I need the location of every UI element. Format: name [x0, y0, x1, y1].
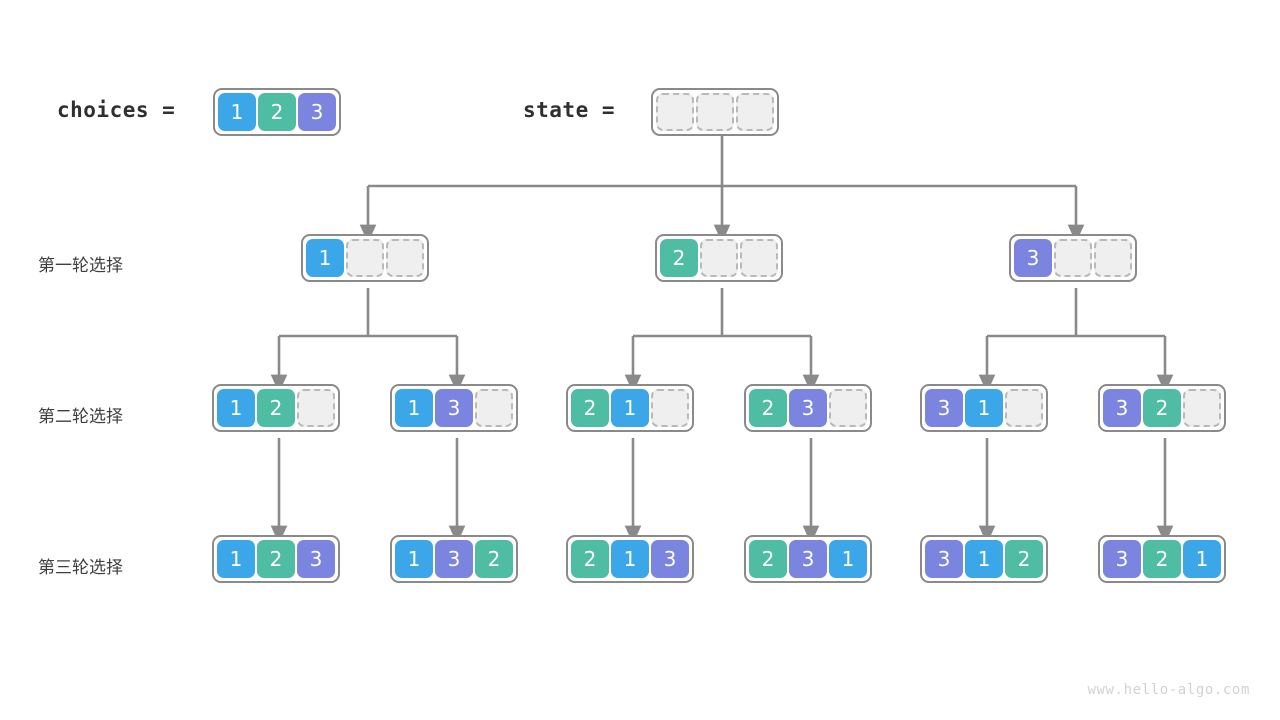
level2-node-0-cell-2	[297, 389, 335, 427]
watermark: www.hello-algo.com	[1087, 682, 1250, 698]
level3-node-2-cell-0: 2	[571, 540, 609, 578]
level2-node-3-cell-0: 2	[749, 389, 787, 427]
level1-node-2-cell-1	[1054, 239, 1092, 277]
choices-label: choices =	[57, 98, 176, 122]
level1-node-2-cell-2	[1094, 239, 1132, 277]
choices-cell-1: 2	[258, 93, 296, 131]
row-label-round-1: 第一轮选择	[38, 256, 123, 276]
level3-node-2-cell-2: 3	[651, 540, 689, 578]
level2-node-3-cell-1: 3	[789, 389, 827, 427]
level1-node-2-cell-0: 3	[1014, 239, 1052, 277]
level1-node-0-cell-2	[386, 239, 424, 277]
state-array	[651, 88, 779, 136]
level3-node-5-cell-2: 1	[1183, 540, 1221, 578]
level3-node-3-cell-1: 3	[789, 540, 827, 578]
level1-node-1-cell-0: 2	[660, 239, 698, 277]
choices-cell-0: 1	[218, 93, 256, 131]
level2-node-0-cell-1: 2	[257, 389, 295, 427]
level3-node-5-cell-1: 2	[1143, 540, 1181, 578]
level3-node-4-cell-0: 3	[925, 540, 963, 578]
state-label: state =	[523, 98, 616, 122]
row-label-round-3: 第三轮选择	[38, 558, 123, 578]
state-cell-0	[656, 93, 694, 131]
level3-node-1-cell-2: 2	[475, 540, 513, 578]
level3-node-1-cell-0: 1	[395, 540, 433, 578]
level2-node-3-cell-2	[829, 389, 867, 427]
level2-node-4-cell-1: 1	[965, 389, 1003, 427]
level1-node-1-cell-2	[740, 239, 778, 277]
level2-node-1-cell-0: 1	[395, 389, 433, 427]
choices-cell-2: 3	[298, 93, 336, 131]
level2-node-5-cell-2	[1183, 389, 1221, 427]
state-cell-2	[736, 93, 774, 131]
level2-node-2-cell-0: 2	[571, 389, 609, 427]
level1-node-1: 2	[655, 234, 783, 282]
level2-node-2-cell-2	[651, 389, 689, 427]
level3-node-0-cell-2: 3	[297, 540, 335, 578]
level3-node-4-cell-2: 2	[1005, 540, 1043, 578]
level3-node-4-cell-1: 1	[965, 540, 1003, 578]
level2-node-5-cell-0: 3	[1103, 389, 1141, 427]
state-cell-1	[696, 93, 734, 131]
level2-node-1-cell-2	[475, 389, 513, 427]
level1-node-0-cell-1	[346, 239, 384, 277]
level1-node-2: 3	[1009, 234, 1137, 282]
level3-node-2-cell-1: 1	[611, 540, 649, 578]
level2-node-4-cell-2	[1005, 389, 1043, 427]
row-label-round-2: 第二轮选择	[38, 407, 123, 427]
level3-node-5-cell-0: 3	[1103, 540, 1141, 578]
level3-node-1-cell-1: 3	[435, 540, 473, 578]
level1-node-1-cell-1	[700, 239, 738, 277]
level2-node-1-cell-1: 3	[435, 389, 473, 427]
level1-node-0: 1	[301, 234, 429, 282]
level2-node-4-cell-0: 3	[925, 389, 963, 427]
level2-node-0-cell-0: 1	[217, 389, 255, 427]
level3-node-0-cell-1: 2	[257, 540, 295, 578]
level2-node-5-cell-1: 2	[1143, 389, 1181, 427]
level3-node-0-cell-0: 1	[217, 540, 255, 578]
level3-node-3-cell-0: 2	[749, 540, 787, 578]
level3-node-3-cell-2: 1	[829, 540, 867, 578]
level1-node-0-cell-0: 1	[306, 239, 344, 277]
level2-node-2-cell-1: 1	[611, 389, 649, 427]
